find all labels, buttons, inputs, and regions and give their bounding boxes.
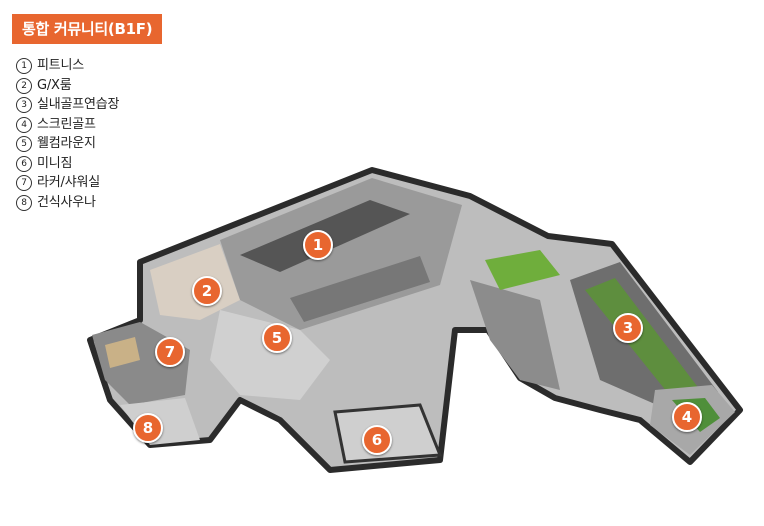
lounge-floor <box>210 310 330 400</box>
legend-number: 3 <box>16 97 32 113</box>
legend-item: 3 실내골프연습장 <box>16 95 120 115</box>
legend-number: 1 <box>16 58 32 74</box>
legend-item: 6 미니짐 <box>16 154 119 174</box>
room-marker-7: 7 <box>155 337 185 367</box>
legend-label: G/X룸 <box>37 77 72 93</box>
legend-label: 건식사우나 <box>37 194 96 210</box>
legend-label: 미니짐 <box>37 155 73 171</box>
legend-number: 5 <box>16 136 32 152</box>
legend-label: 스크린골프 <box>37 116 96 132</box>
legend-label: 피트니스 <box>37 58 85 73</box>
room-marker-2: 2 <box>192 276 222 306</box>
legend-item: 7 라커/샤워실 <box>16 173 119 193</box>
legend-item: 5 웰컴라운지 <box>16 134 119 154</box>
legend-number: 2 <box>16 77 32 94</box>
room-marker-6: 6 <box>362 425 392 455</box>
room-marker-8: 8 <box>133 413 163 443</box>
central-rooms <box>470 280 560 390</box>
legend-number: 7 <box>16 175 32 191</box>
room-marker-1: 1 <box>303 230 333 260</box>
room-marker-4: 4 <box>672 402 702 432</box>
locker-partitions <box>105 337 140 368</box>
legend-number: 4 <box>16 116 32 133</box>
legend-label: 실내골프연습장 <box>37 97 120 112</box>
legend-number: 6 <box>16 155 32 172</box>
room-marker-3: 3 <box>613 313 643 343</box>
legend-label: 라커/샤워실 <box>37 175 100 190</box>
legend-label: 웰컴라운지 <box>37 136 96 151</box>
fitness-mats <box>290 256 430 322</box>
page-title: 통합 커뮤니티(B1F) <box>12 14 163 44</box>
legend-item: 2 G/X룸 <box>16 76 119 96</box>
putting-green <box>485 250 560 290</box>
legend-number: 8 <box>16 194 32 211</box>
legend-item: 1 피트니스 <box>16 56 119 76</box>
room-marker-5: 5 <box>262 323 292 353</box>
legend-item: 4 스크린골프 <box>16 115 119 135</box>
legend-item: 8 건식사우나 <box>16 193 119 213</box>
golf-practice-mats <box>585 278 700 402</box>
